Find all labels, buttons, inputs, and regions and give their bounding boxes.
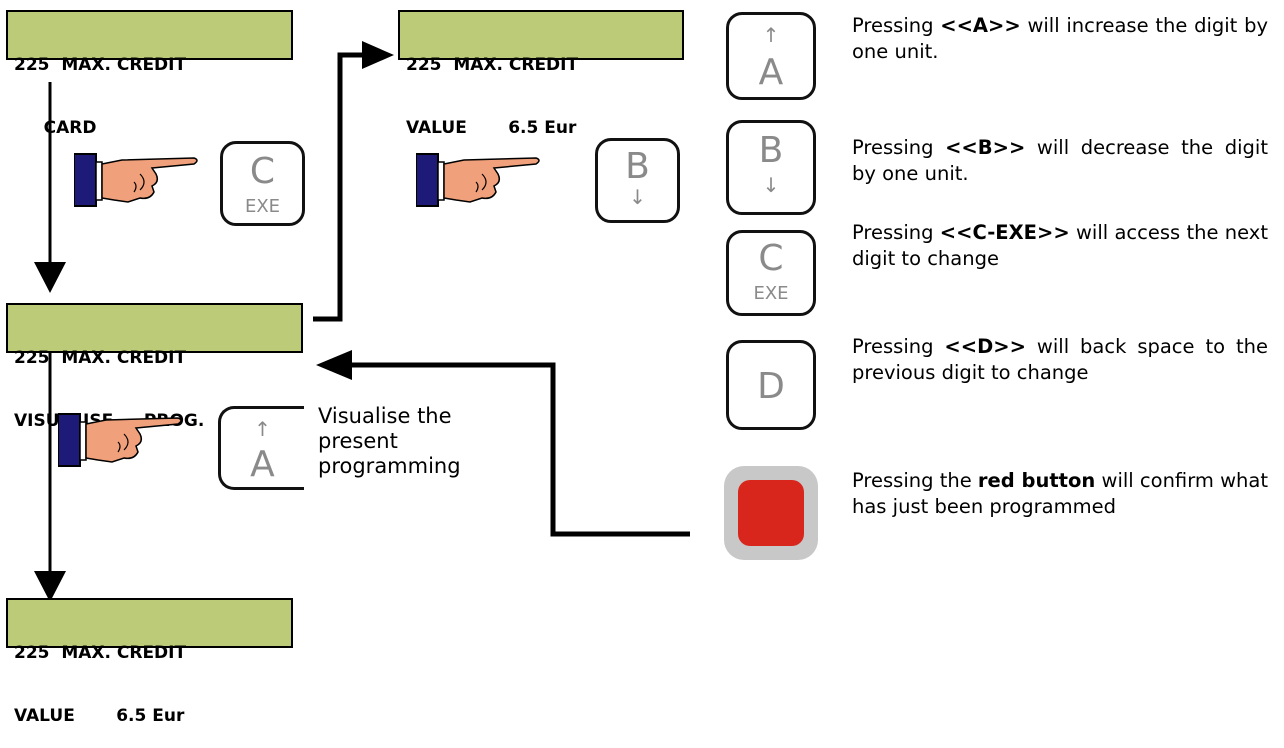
pointing-hand-icon xyxy=(416,153,540,207)
flow-arrowhead-down-2 xyxy=(34,571,66,602)
key-letter: B xyxy=(625,146,650,187)
legend-key-name: red button xyxy=(977,469,1096,492)
flow-line-return xyxy=(348,362,690,537)
lcd-display-card: 225 MAX. CREDIT CARD xyxy=(6,10,293,138)
up-arrow-icon: ↑ xyxy=(762,23,780,47)
legend-key-name: <<B>> xyxy=(945,136,1026,159)
red-button-face xyxy=(738,480,804,546)
lcd-line-1: 225 MAX. CREDIT xyxy=(14,55,187,75)
legend-key-name: <<A>> xyxy=(940,14,1021,37)
flow-connectors xyxy=(34,41,690,602)
legend-text: Pressing the xyxy=(852,469,978,492)
down-arrow-icon: ↓ xyxy=(629,185,646,209)
key-letter: D xyxy=(757,366,785,407)
legend-d-key[interactable]: D xyxy=(726,340,816,430)
key-sublabel: EXE xyxy=(244,196,281,217)
lcd-line-1: 225 MAX. CREDIT xyxy=(406,55,579,75)
legend-text: will access the next digit to change xyxy=(852,221,1268,270)
pointing-hand-icon xyxy=(58,413,182,467)
legend-key-name: <<D>> xyxy=(944,335,1026,358)
flow-arrowhead-left xyxy=(316,350,352,380)
legend-red-text: Pressing the red button will confirm wha… xyxy=(852,468,1268,520)
legend-text: Pressing xyxy=(852,335,945,358)
key-letter: C xyxy=(758,238,784,279)
legend-key-name: <<C-EXE>> xyxy=(939,221,1070,244)
pointing-hand-icon xyxy=(74,153,198,207)
key-letter: B xyxy=(758,130,784,171)
legend-text: will increase the digit by one unit. xyxy=(852,14,1268,63)
flow-arrowhead-down-1 xyxy=(34,262,66,293)
key-letter: A xyxy=(250,444,275,485)
flow-arrowhead-right xyxy=(362,41,394,69)
lcd-display-value-bottom: 225 MAX. CREDIT VALUE 6.5 Eur xyxy=(6,598,293,726)
down-arrow-icon: ↓ xyxy=(762,173,780,197)
key-sublabel: EXE xyxy=(753,283,789,304)
lcd-line-2: CARD xyxy=(14,118,97,138)
flow-line-up xyxy=(313,52,366,322)
lcd-display-visualise-prog: 225 MAX. CREDIT VISUALISE - PROG. xyxy=(6,303,303,431)
note-line: programming xyxy=(318,454,461,478)
key-letter: A xyxy=(758,52,784,93)
legend-b-text: Pressing <<B>> will decrease the digit b… xyxy=(852,135,1268,187)
lcd-line-2: VALUE 6.5 Eur xyxy=(14,706,185,726)
legend-text: Pressing xyxy=(852,136,946,159)
lcd-line-1: 225 MAX. CREDIT xyxy=(14,643,187,663)
lcd-line-1: 225 MAX. CREDIT xyxy=(14,348,187,368)
lcd-display-value: 225 MAX. CREDIT VALUE 6.5 Eur xyxy=(398,10,684,138)
legend-b-key[interactable]: B ↓ xyxy=(726,120,816,215)
up-arrow-icon: ↑ xyxy=(254,417,271,441)
legend-d-text: Pressing <<D>> will back space to the pr… xyxy=(852,334,1268,386)
key-letter: C xyxy=(249,151,276,192)
legend-text: Pressing xyxy=(852,221,940,244)
legend-text: will decrease the digit by one unit. xyxy=(852,136,1268,185)
lcd-line-2: VALUE 6.5 Eur xyxy=(406,118,577,138)
legend-text: Pressing xyxy=(852,14,941,37)
note-line: Visualise the xyxy=(318,404,452,428)
legend-a-key[interactable]: ↑ A xyxy=(726,12,816,100)
legend-text: will back space to the previous digit to… xyxy=(852,335,1268,384)
legend-c-text: Pressing <<C-EXE>> will access the next … xyxy=(852,220,1268,272)
b-key[interactable]: B ↓ xyxy=(595,138,680,223)
note-line: present xyxy=(318,429,398,453)
legend-a-text: Pressing <<A>> will increase the digit b… xyxy=(852,13,1268,65)
legend-c-exe-key[interactable]: C EXE xyxy=(726,230,816,316)
c-exe-key[interactable]: C EXE xyxy=(220,141,305,226)
legend-text: will confirm what has just been programm… xyxy=(852,469,1268,518)
a-key[interactable]: ↑ A xyxy=(218,406,304,490)
visualise-note: Visualise the present programming xyxy=(318,404,461,479)
red-confirm-button[interactable] xyxy=(724,466,818,560)
